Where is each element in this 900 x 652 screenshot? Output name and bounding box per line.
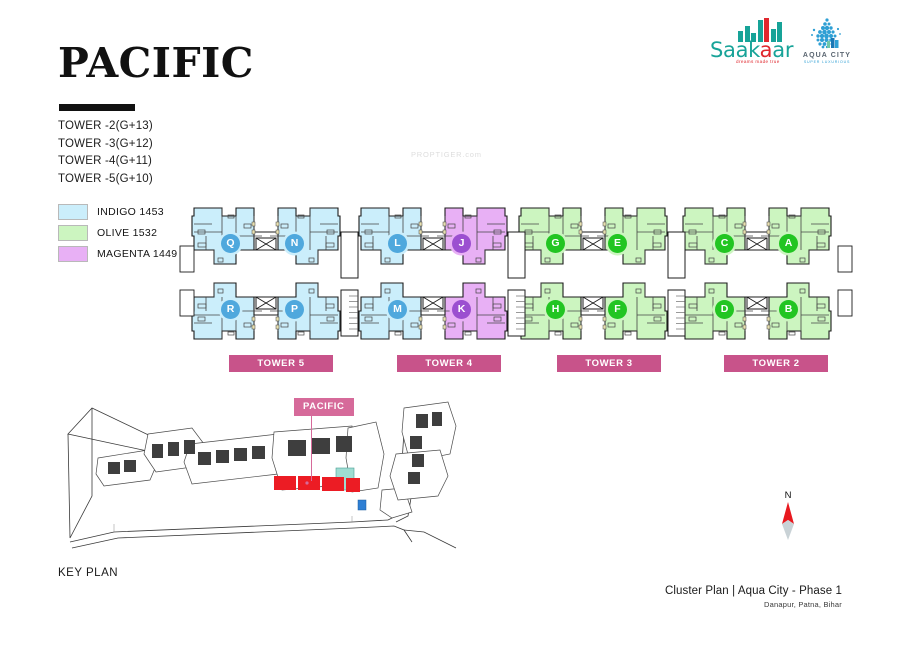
footer-title: Cluster Plan | Aqua City - Phase 1 bbox=[664, 585, 842, 597]
saakaar-logo: Saakaar dreams made true bbox=[710, 18, 794, 66]
page-title: PACIFIC bbox=[58, 39, 254, 87]
unit-badge-E[interactable]: E bbox=[608, 234, 627, 253]
unit-badge-L[interactable]: L bbox=[388, 234, 407, 253]
unit-badge-F[interactable]: F bbox=[608, 300, 627, 319]
legend-label: INDIGO 1453 bbox=[97, 205, 164, 218]
aqua-city-logo: AQUA CITY SUPER LUXURIOUS bbox=[800, 16, 854, 66]
water-droplet-icon bbox=[811, 18, 841, 49]
key-plan-callout: PACIFIC bbox=[294, 398, 354, 416]
unit-badge-C[interactable]: C bbox=[715, 234, 734, 253]
tower-label-2: TOWER 2 bbox=[724, 355, 828, 372]
aqua-city-subtitle: SUPER LUXURIOUS bbox=[803, 60, 851, 64]
legend-item-1: OLIVE 1532 bbox=[58, 223, 177, 242]
watermark: PROPTIGER.com bbox=[411, 150, 482, 159]
legend-swatch bbox=[58, 245, 88, 262]
key-plan-map bbox=[67, 401, 457, 549]
north-arrow: N bbox=[776, 490, 800, 542]
unit-badge-K[interactable]: K bbox=[452, 300, 471, 319]
unit-badge-N[interactable]: N bbox=[285, 234, 304, 253]
legend-item-0: INDIGO 1453 bbox=[58, 202, 177, 221]
unit-badge-G[interactable]: G bbox=[546, 234, 565, 253]
key-plan-label: KEY PLAN bbox=[58, 567, 119, 579]
aqua-city-wordmark: AQUA CITY bbox=[802, 52, 852, 59]
unit-badge-M[interactable]: M bbox=[388, 300, 407, 319]
tower-label-4: TOWER 4 bbox=[397, 355, 501, 372]
unit-badge-J[interactable]: J bbox=[452, 234, 471, 253]
tower-spec-1: TOWER -2(G+13) bbox=[58, 120, 153, 132]
tower-label-3: TOWER 3 bbox=[557, 355, 661, 372]
unit-badge-D[interactable]: D bbox=[715, 300, 734, 319]
unit-badge-B[interactable]: B bbox=[779, 300, 798, 319]
footer: Cluster Plan | Aqua City - Phase 1 Danap… bbox=[556, 585, 842, 609]
saakaar-buildings-icon bbox=[738, 18, 782, 42]
unit-badge-H[interactable]: H bbox=[546, 300, 565, 319]
compass-needle-icon bbox=[782, 502, 794, 540]
tower-spec-3: TOWER -4(G+11) bbox=[58, 155, 153, 167]
saakaar-wordmark: Saakaar bbox=[710, 38, 794, 62]
legend-label: MAGENTA 1449 bbox=[97, 247, 178, 260]
unit-badge-P[interactable]: P bbox=[285, 300, 304, 319]
legend-item-2: MAGENTA 1449 bbox=[58, 244, 177, 263]
footer-location: Danapur, Patna, Bihar bbox=[764, 600, 842, 609]
tower-label-5: TOWER 5 bbox=[229, 355, 333, 372]
unit-badge-A[interactable]: A bbox=[779, 234, 798, 253]
unit-badge-Q[interactable]: Q bbox=[221, 234, 240, 253]
key-plan-callout-leader bbox=[311, 415, 313, 481]
legend-swatch bbox=[58, 224, 88, 241]
tower-spec-4: TOWER -5(G+10) bbox=[58, 172, 153, 185]
north-label: N bbox=[784, 490, 792, 501]
title-divider bbox=[59, 104, 135, 111]
unit-badge-R[interactable]: R bbox=[221, 300, 240, 319]
saakaar-tagline: dreams made true bbox=[736, 59, 780, 64]
legend-swatch bbox=[58, 203, 88, 220]
legend-label: OLIVE 1532 bbox=[97, 226, 158, 239]
tower-spec-2: TOWER -3(G+12) bbox=[58, 137, 153, 150]
tower-spec-list: TOWER -2(G+13) TOWER -3(G+12) TOWER -4(G+1… bbox=[58, 118, 153, 188]
